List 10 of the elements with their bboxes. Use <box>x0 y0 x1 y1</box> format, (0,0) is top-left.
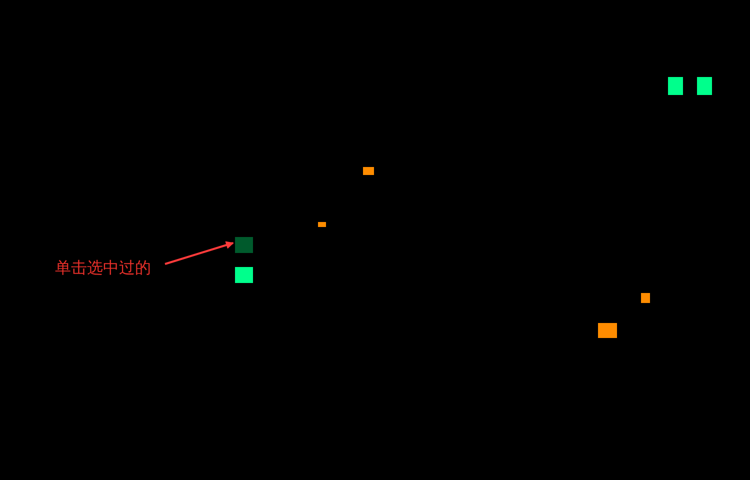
block <box>598 323 617 338</box>
block <box>641 293 650 303</box>
block <box>235 237 253 253</box>
block <box>235 267 253 283</box>
block <box>318 222 326 227</box>
block <box>668 77 683 95</box>
annotation-text: 单击选中过的 <box>55 258 151 279</box>
block <box>697 77 712 95</box>
block <box>363 167 374 175</box>
leader-arrow <box>164 241 234 265</box>
